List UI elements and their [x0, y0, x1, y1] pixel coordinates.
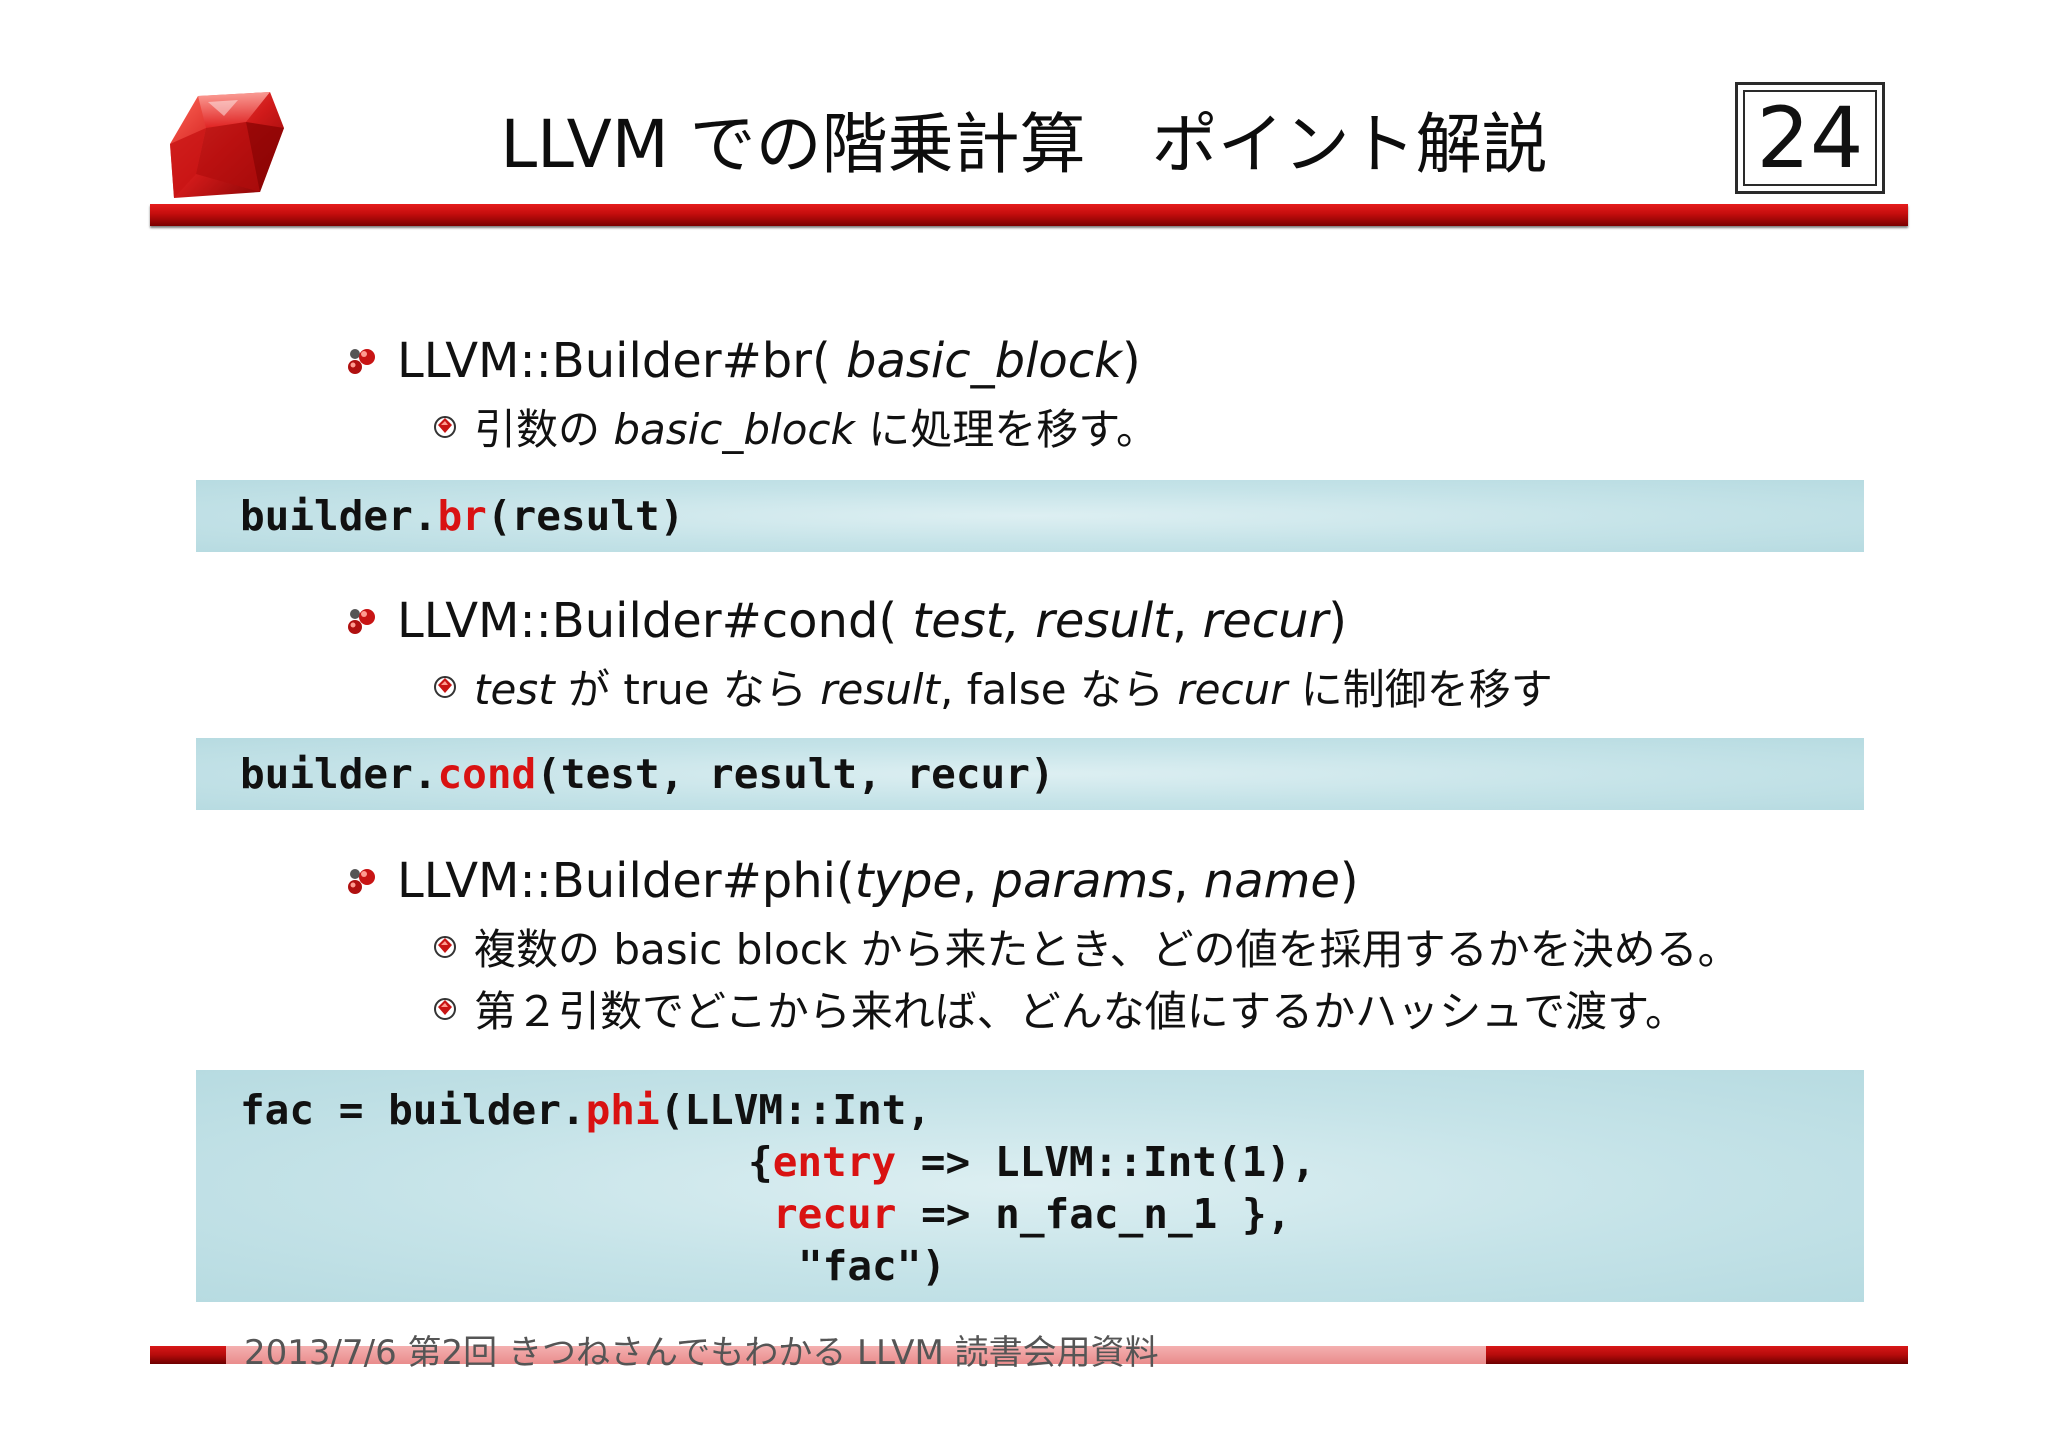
code-block-phi: fac = builder.phi(LLVM::Int, {entry => L… — [196, 1070, 1864, 1302]
sub-bullet-cond: test が true なら result, false なら recur に制… — [432, 658, 1553, 714]
ruby-bullet-icon — [348, 869, 375, 894]
heading-text: , — [1171, 593, 1203, 649]
code-method: phi — [585, 1086, 660, 1134]
footer-bar-middle — [226, 1346, 1486, 1364]
code-block-br: builder.br(result) — [196, 480, 1864, 552]
code-text: (LLVM::Int, — [659, 1086, 932, 1134]
heading-text: , — [961, 853, 993, 909]
footer-text: 2013/7/6 第2回 きつねさんでもわかる LLVM 読書会用資料 — [244, 1333, 1159, 1373]
code-line: "fac") — [798, 1240, 946, 1292]
code-text: { — [748, 1138, 773, 1186]
page-number: 24 — [1743, 90, 1877, 186]
bullet-phi-heading: LLVM::Builder#phi(type, params, name) — [345, 850, 1359, 912]
bullet-cond-heading: LLVM::Builder#cond( test, result, recur) — [345, 590, 1347, 652]
heading-param: basic_block — [845, 333, 1122, 389]
sub-bullet-phi-1: 複数の basic block から来たとき、どの値を採用するかを決める。 — [432, 918, 1740, 974]
sub-text: 複数の basic block から来たとき、どの値を採用するかを決める。 — [474, 924, 1740, 974]
code-text: => n_fac_n_1 }, — [896, 1190, 1292, 1238]
code-key: entry — [772, 1138, 897, 1186]
sub-italic: test — [474, 664, 555, 714]
ruby-sub-bullet-icon — [434, 676, 456, 698]
sub-text: 第２引数でどこから来れば、どんな値にするかハッシュで渡す。 — [474, 986, 1687, 1036]
heading-text: LLVM::Builder#phi( — [397, 853, 855, 909]
slide-title: LLVM での階乗計算 ポイント解説 — [500, 106, 1548, 183]
code-obj: builder. — [240, 750, 438, 798]
sub-bullet-br: 引数の basic_block に処理を移す。 — [432, 398, 1158, 454]
footer-bar-right — [1486, 1346, 1908, 1364]
code-method: cond — [437, 750, 537, 798]
code-line: {entry => LLVM::Int(1), — [748, 1136, 1316, 1188]
code-block-cond: builder.cond(test, result, recur) — [196, 738, 1864, 810]
footer-bar-left — [150, 1346, 226, 1364]
code-text: => LLVM::Int(1), — [896, 1138, 1316, 1186]
sub-italic: recur — [1177, 664, 1288, 714]
sub-text: に制御を移す — [1287, 664, 1553, 714]
code-text: "fac") — [798, 1242, 947, 1290]
ruby-bullet-icon — [348, 349, 375, 374]
code-text: fac = builder. — [240, 1086, 586, 1134]
sub-text: 引数の — [474, 404, 614, 454]
ruby-sub-bullet-icon — [434, 936, 456, 958]
heading-param: type — [854, 853, 962, 909]
heading-text: ) — [1339, 853, 1359, 909]
heading-text: LLVM::Builder#cond( — [397, 593, 913, 649]
ruby-sub-bullet-icon — [434, 998, 456, 1020]
code-line: builder.cond(test, result, recur) — [240, 748, 1055, 800]
heading-param: name — [1203, 853, 1340, 909]
sub-bullet-phi-2: 第２引数でどこから来れば、どんな値にするかハッシュで渡す。 — [432, 980, 1687, 1036]
sub-text: に処理を移す。 — [854, 404, 1158, 454]
heading-text: ) — [1328, 593, 1348, 649]
sub-italic: result — [820, 664, 941, 714]
code-args: (result) — [486, 492, 685, 540]
heading-text: LLVM::Builder#br( — [397, 333, 846, 389]
code-obj: builder. — [240, 492, 438, 540]
heading-text: , — [1173, 853, 1204, 909]
ruby-logo-icon — [170, 92, 284, 198]
sub-text: , false なら — [940, 664, 1178, 714]
bullet-br-heading: LLVM::Builder#br( basic_block) — [345, 330, 1141, 392]
heading-param: params — [992, 853, 1174, 909]
code-key: recur — [773, 1190, 897, 1238]
heading-text: ) — [1121, 333, 1141, 389]
code-method: br — [437, 492, 487, 540]
ruby-sub-bullet-icon — [434, 416, 456, 438]
sub-text: が true なら — [554, 664, 821, 714]
page-number-box: 24 — [1735, 82, 1885, 194]
heading-param: test, result — [912, 593, 1172, 649]
sub-italic: basic_block — [613, 404, 855, 454]
code-line: recur => n_fac_n_1 }, — [773, 1188, 1291, 1240]
code-args: (test, result, recur) — [536, 750, 1055, 798]
code-line: fac = builder.phi(LLVM::Int, — [240, 1084, 931, 1136]
header-divider — [150, 204, 1908, 226]
ruby-bullet-icon — [348, 609, 375, 634]
code-line: builder.br(result) — [240, 490, 684, 542]
heading-param: recur — [1202, 593, 1329, 649]
